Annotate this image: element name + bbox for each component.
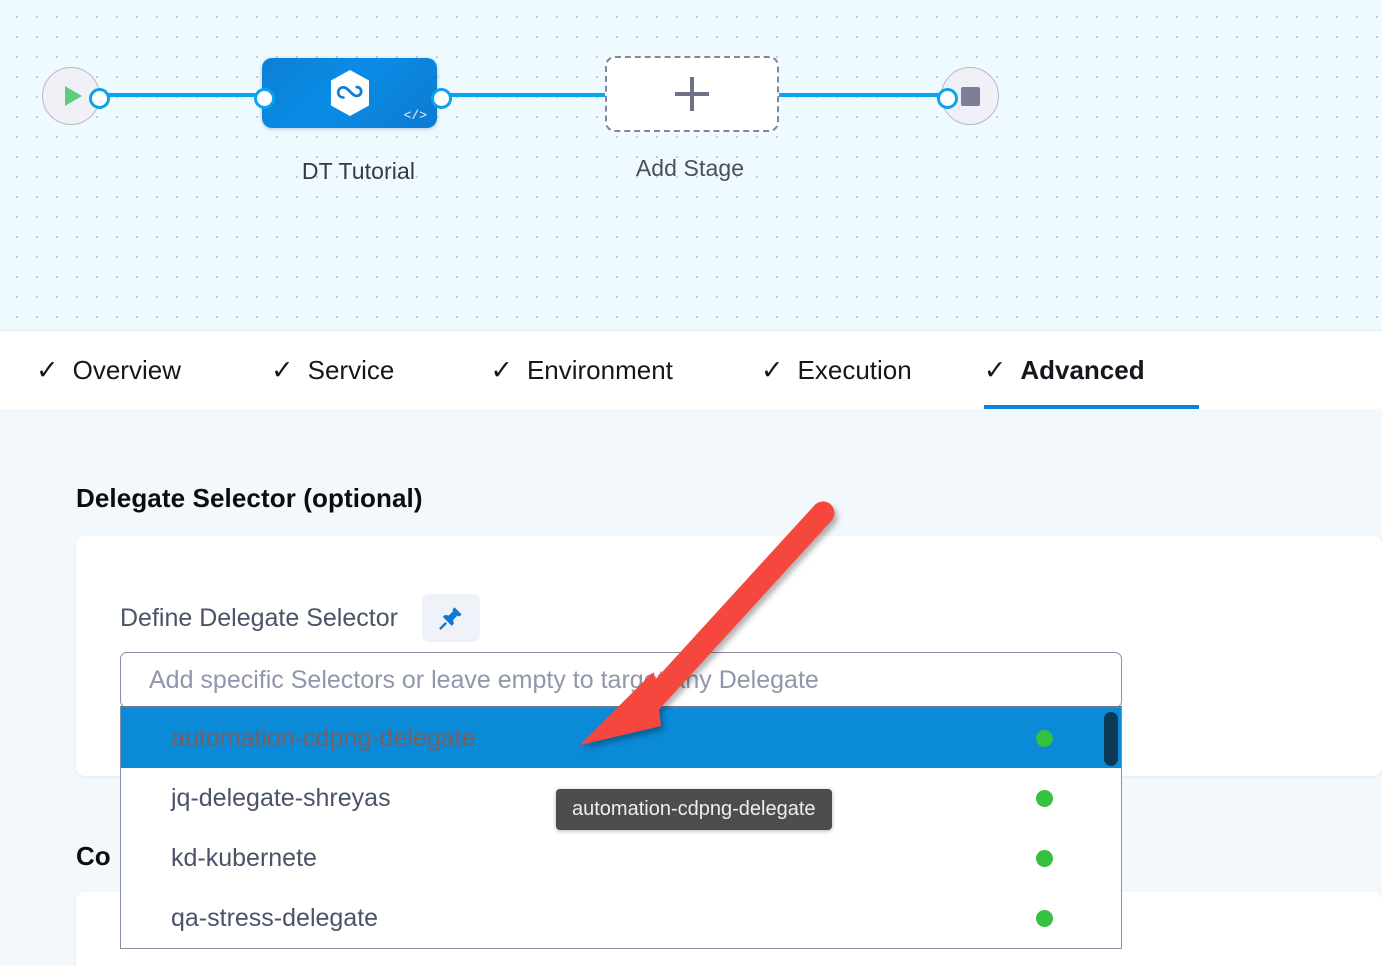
second-section-title: Co [76, 841, 111, 871]
connector-port-stage-out[interactable] [431, 88, 452, 109]
stage-node-label: DT Tutorial [301, 158, 416, 184]
tab-overview-label: Overview [72, 354, 181, 385]
tab-service[interactable]: ✓ Service [271, 331, 394, 409]
check-icon: ✓ [983, 354, 1007, 385]
tab-advanced[interactable]: ✓ Advanced [983, 331, 1199, 410]
connector-port-end[interactable] [937, 88, 958, 109]
connector-line-stage-to-add [437, 93, 617, 97]
pin-icon[interactable] [421, 594, 480, 642]
check-icon: ✓ [490, 354, 513, 385]
status-dot-icon [1036, 789, 1053, 807]
add-stage-label: Add Stage [635, 155, 745, 181]
page-title: Delegate Selector (optional) [76, 483, 423, 513]
define-delegate-selector-row: Define Delegate Selector [120, 594, 480, 642]
play-icon [65, 86, 82, 106]
status-dot-icon [1036, 729, 1053, 747]
tab-execution-label: Execution [797, 354, 912, 385]
pipeline-canvas[interactable]: </> DT Tutorial Add Stage [0, 0, 1382, 331]
list-item[interactable]: automation-cdpng-delegate [121, 708, 1121, 768]
tab-environment-label: Environment [526, 354, 673, 385]
add-stage-node[interactable] [605, 56, 779, 132]
tab-advanced-label: Advanced [1020, 354, 1145, 385]
tab-service-label: Service [307, 354, 395, 385]
delegate-option-label: qa-stress-delegate [171, 903, 379, 932]
stage-tab-bar: ✓ Overview ✓ Service ✓ Environment ✓ Exe… [0, 331, 1382, 410]
define-delegate-selector-label: Define Delegate Selector [120, 603, 398, 632]
tab-environment[interactable]: ✓ Environment [490, 331, 673, 409]
delegate-option-label: kd-kubernete [171, 843, 317, 872]
delegate-selector-input[interactable] [120, 652, 1122, 708]
connector-port-start[interactable] [89, 88, 110, 109]
tab-overview[interactable]: ✓ Overview [36, 331, 181, 409]
check-icon: ✓ [270, 354, 294, 385]
status-dot-icon [1036, 909, 1053, 927]
dropdown-scrollbar-thumb[interactable] [1104, 712, 1118, 766]
check-icon: ✓ [36, 354, 59, 385]
stop-icon [960, 86, 980, 106]
list-item[interactable]: kd-kubernete [121, 828, 1121, 888]
delegate-option-tooltip: automation-cdpng-delegate [556, 789, 832, 830]
connector-line-start-to-stage [92, 93, 268, 97]
connector-line-add-to-end [772, 93, 952, 97]
list-item[interactable]: qa-stress-delegate [121, 888, 1121, 948]
connector-port-stage-in[interactable] [254, 88, 275, 109]
tab-execution[interactable]: ✓ Execution [761, 331, 912, 409]
list-item[interactable]: jq-delegate-shreyas [121, 768, 1121, 828]
pipeline-stage-node[interactable]: </> [262, 58, 437, 128]
code-icon: </> [403, 108, 427, 123]
delegate-selector-combobox: automation-cdpng-delegate jq-delegate-sh… [120, 652, 1122, 949]
delegate-option-label: automation-cdpng-delegate [171, 723, 476, 752]
status-dot-icon [1036, 849, 1053, 867]
delegate-option-label: jq-delegate-shreyas [171, 783, 391, 812]
harness-hexagon-icon [330, 70, 369, 116]
plus-icon [673, 75, 711, 113]
pin-glyph [439, 607, 462, 630]
check-icon: ✓ [760, 354, 784, 385]
